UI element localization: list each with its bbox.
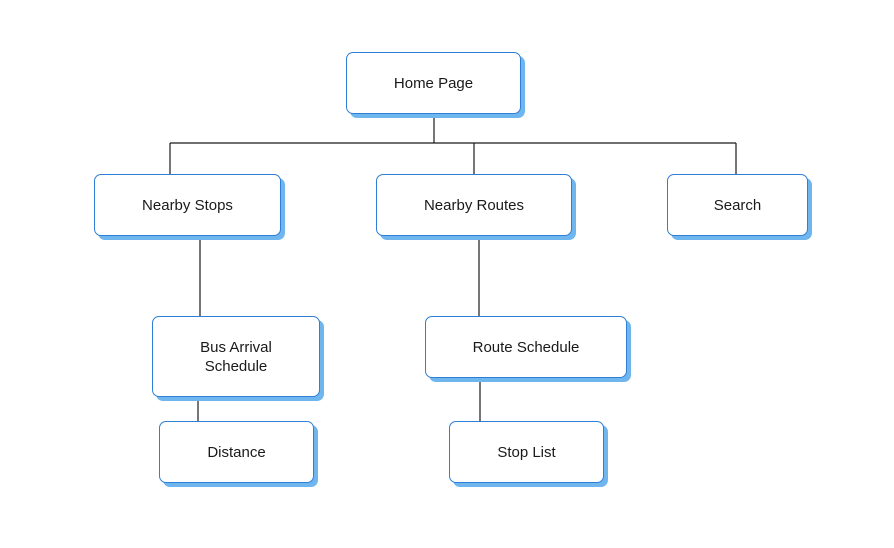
node-bus-arrival-schedule: Bus Arrival Schedule [152,316,320,397]
node-label: Bus Arrival Schedule [200,338,272,375]
node-label: Home Page [393,74,474,92]
node-label: Distance [207,443,266,461]
node-label: Nearby Routes [423,196,525,214]
node-home-page: Home Page [346,52,521,114]
node-label: Route Schedule [472,338,580,356]
node-label: Search [713,196,762,214]
node-label: Nearby Stops [142,196,233,214]
node-nearby-stops: Nearby Stops [94,174,281,236]
node-route-schedule: Route Schedule [425,316,627,378]
node-stop-list: Stop List [449,421,604,483]
node-search: Search [667,174,808,236]
node-distance: Distance [159,421,314,483]
node-nearby-routes: Nearby Routes [376,174,572,236]
node-label: Stop List [497,443,556,461]
